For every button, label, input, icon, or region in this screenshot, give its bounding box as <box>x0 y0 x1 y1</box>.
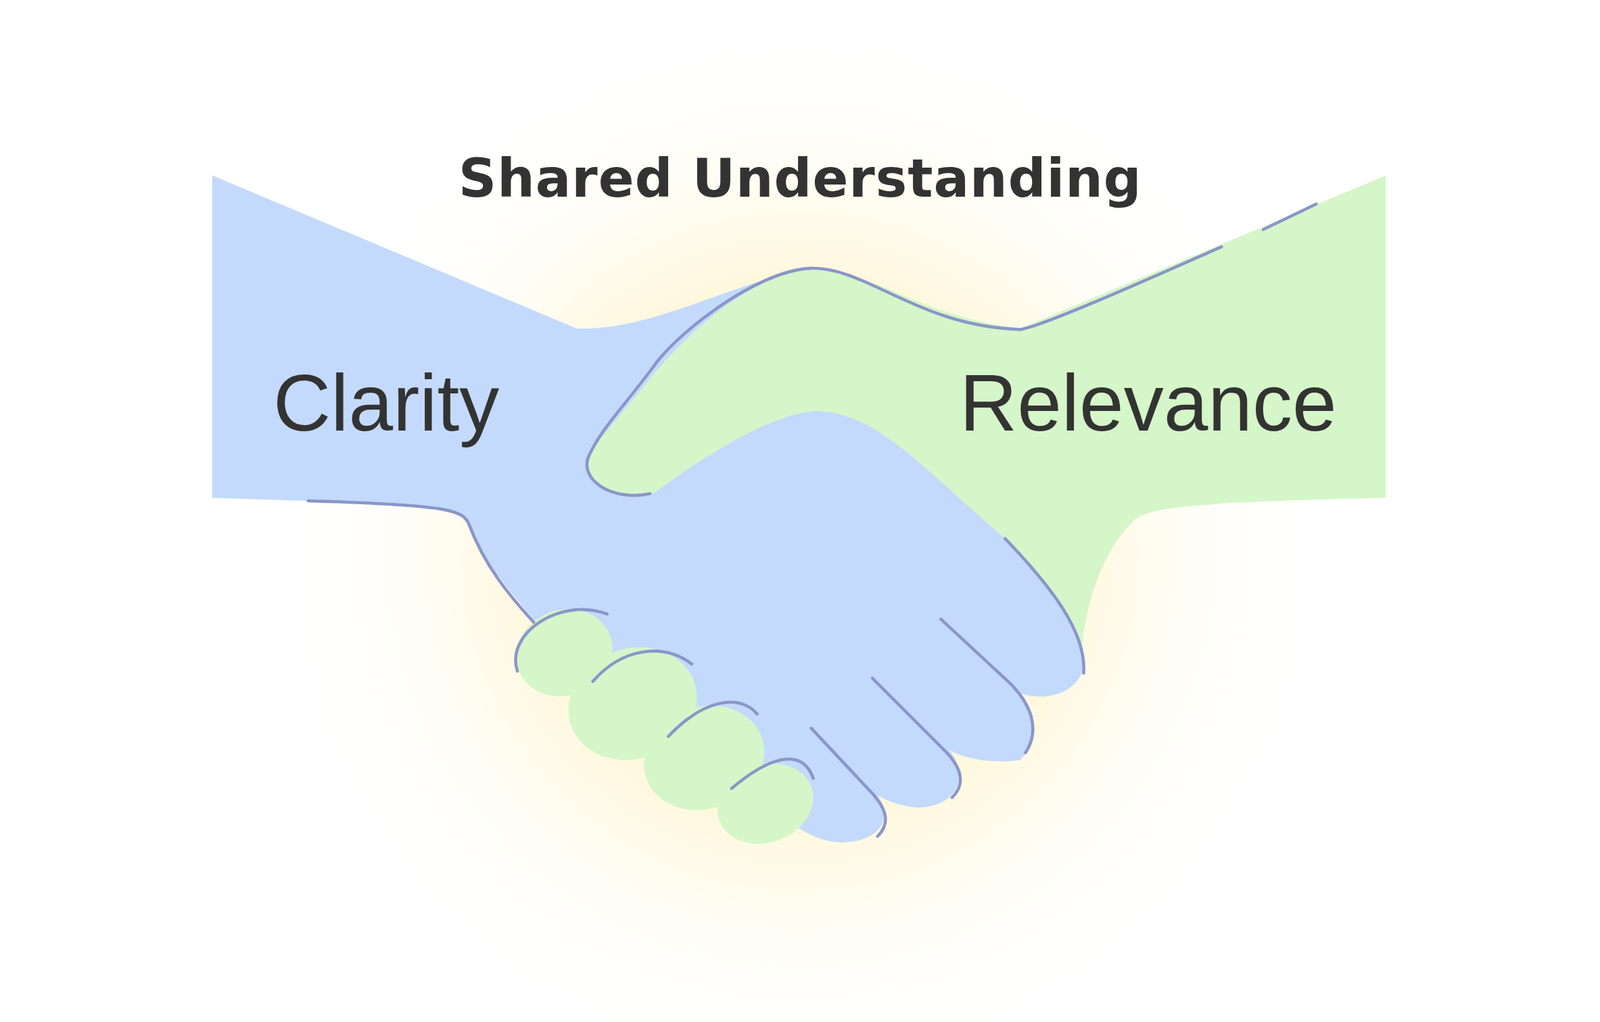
green-fingers <box>503 595 826 857</box>
arm-label: Clarity <box>273 363 500 443</box>
diagram-title: Shared Understanding <box>458 152 1143 205</box>
outlines <box>308 204 1317 838</box>
arm-label: Relevance <box>959 363 1337 443</box>
